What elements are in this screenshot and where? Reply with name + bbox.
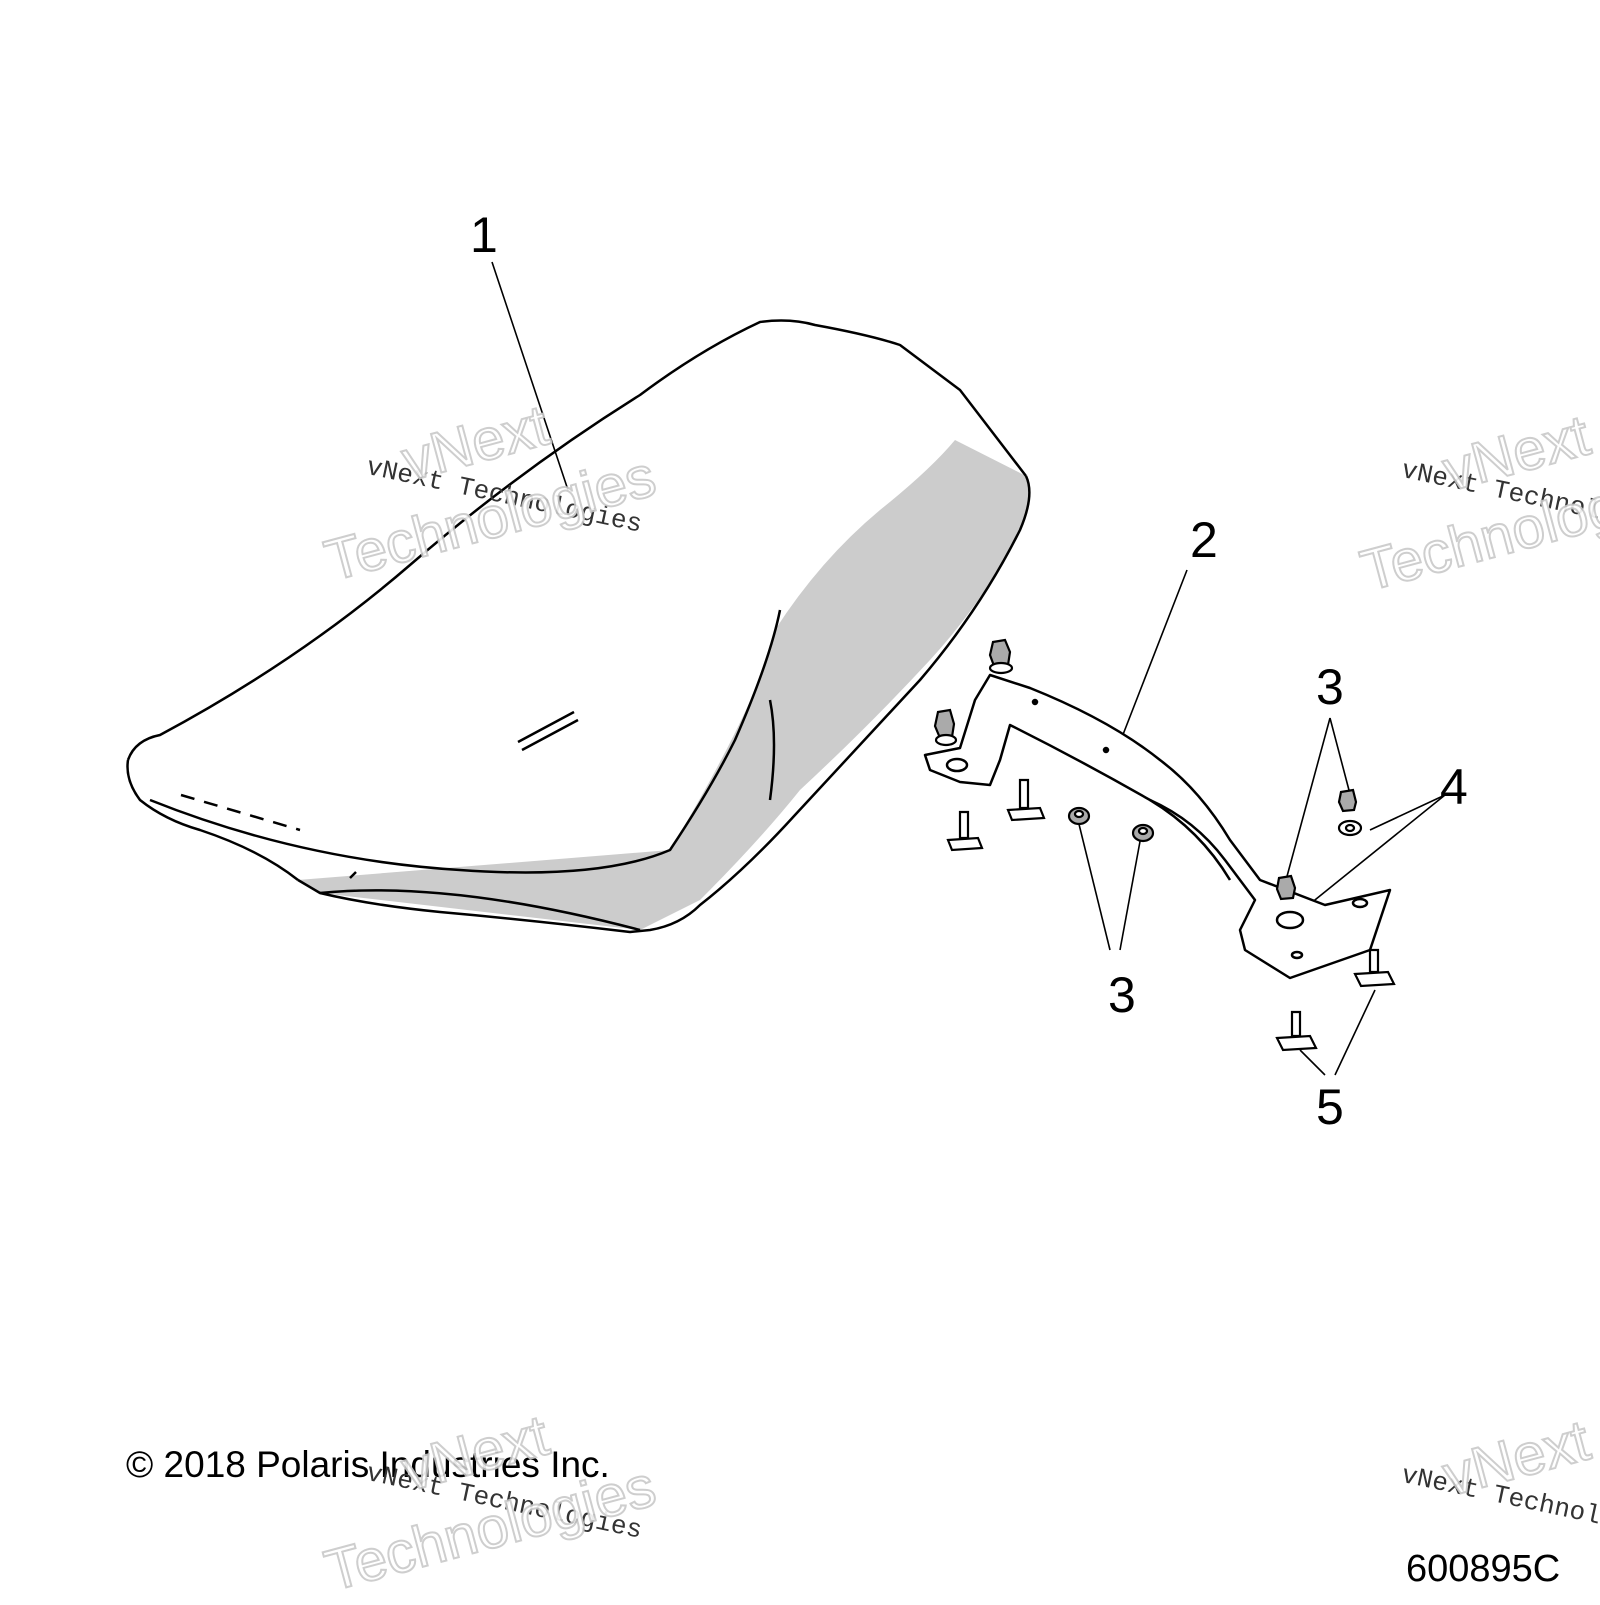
- callout-1: 1: [470, 207, 498, 263]
- nut-c: [1275, 874, 1297, 901]
- t-bolt-2: [1006, 778, 1046, 822]
- bracket-part: [923, 673, 1392, 980]
- t-bolt-3: [1275, 1010, 1318, 1052]
- t-bolt-4: [1353, 948, 1396, 988]
- nut-d: [1337, 788, 1358, 813]
- t-bolt-1: [946, 810, 984, 852]
- nut-loose-2: [1131, 823, 1155, 843]
- nut-a: [988, 638, 1014, 675]
- copyright-notice: © 2018 Polaris Industries Inc.: [126, 1444, 610, 1485]
- seat-part: [126, 319, 1031, 934]
- callout-2: 2: [1190, 512, 1218, 568]
- fasteners: [933, 638, 1396, 1052]
- nut-loose-1: [1067, 806, 1091, 826]
- callout-3-lower: 3: [1108, 967, 1136, 1023]
- callout-3-upper: 3: [1316, 659, 1344, 715]
- leader-lines: [491, 261, 1446, 1076]
- callout-5: 5: [1316, 1079, 1344, 1135]
- washer: [1337, 819, 1363, 837]
- callout-4: 4: [1440, 759, 1468, 815]
- diagram-id: 600895C: [1406, 1548, 1561, 1590]
- nut-b: [933, 708, 958, 747]
